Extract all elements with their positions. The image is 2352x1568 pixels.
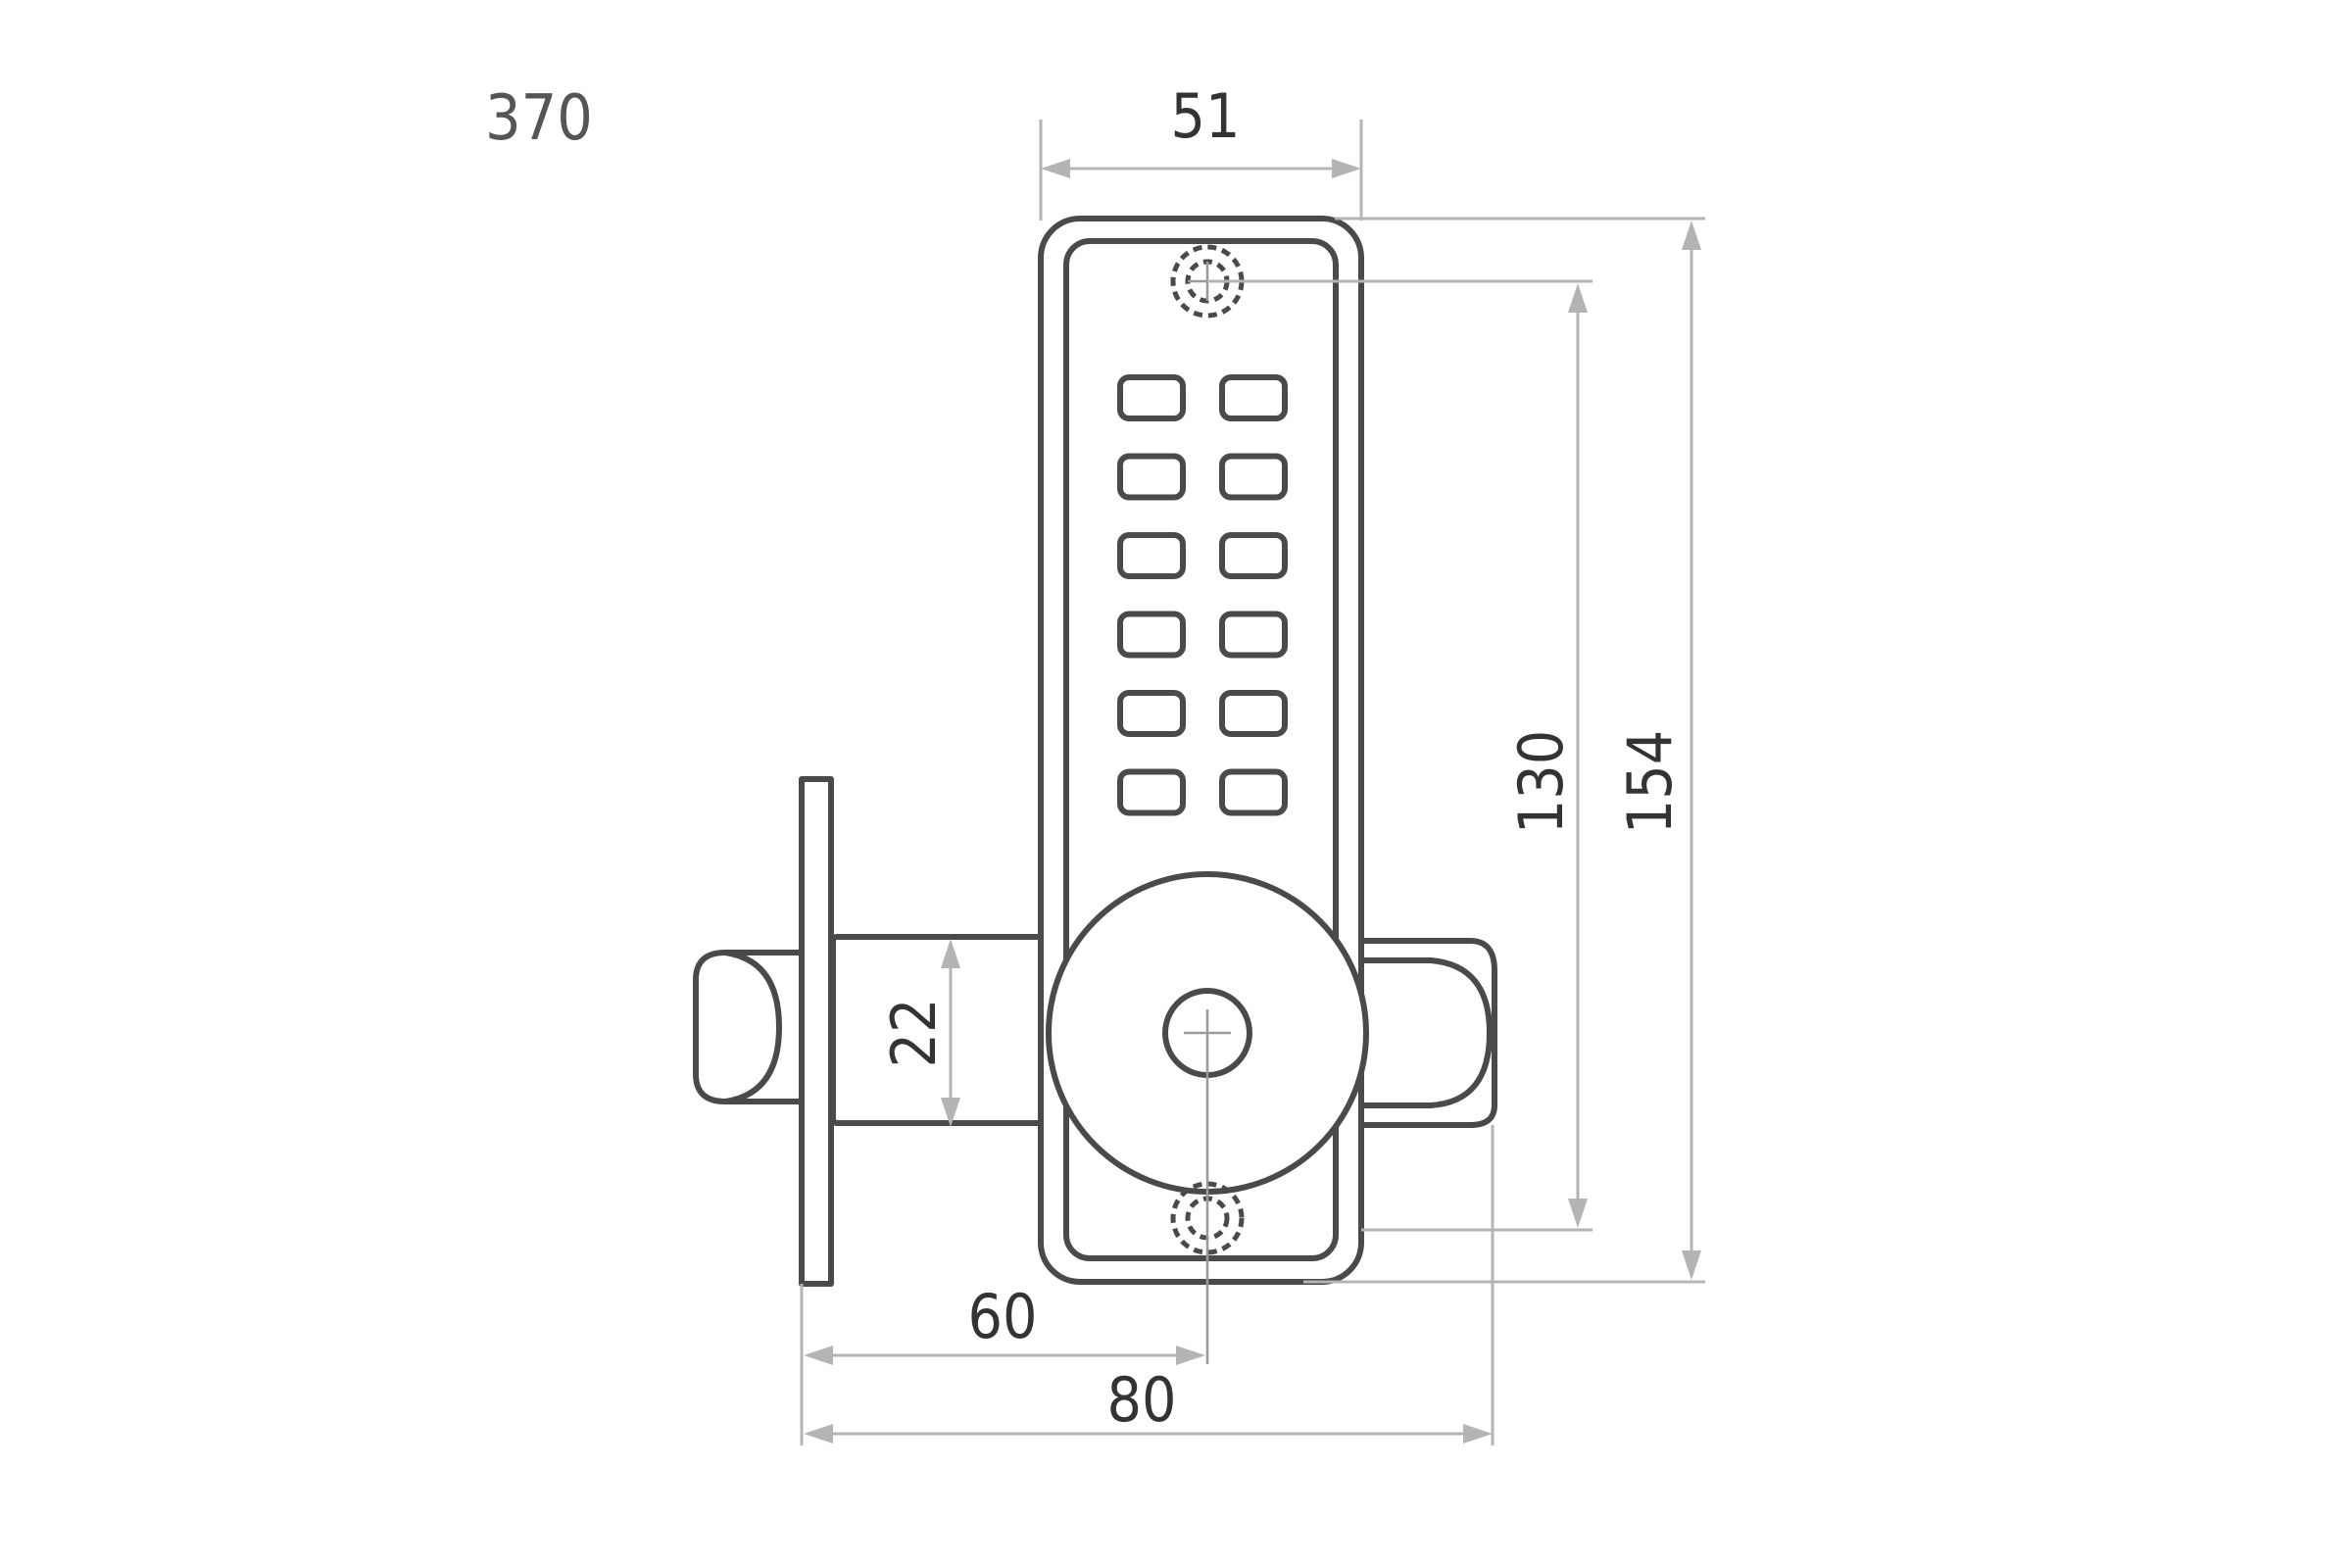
dimension-overall-depth: 80: [804, 1125, 1494, 1446]
latch-assembly: [693, 776, 1047, 1287]
dimension-overall-height: 154: [1303, 217, 1705, 1284]
keypad-button: [1117, 532, 1186, 579]
dimension-screw-spacing: 130: [1207, 279, 1592, 1232]
dimension-faceplate-width: 51: [1039, 80, 1363, 220]
latch-bolt: [693, 950, 805, 1104]
escutcheon-inner: [1063, 238, 1339, 1261]
keypad-button: [1117, 374, 1186, 421]
keypad-button: [1117, 768, 1186, 816]
dimension-backset: 60: [800, 1281, 1205, 1446]
keypad-button: [1219, 532, 1288, 579]
dimension-label-60: 60: [968, 1281, 1038, 1352]
keypad-button: [1219, 374, 1288, 421]
rear-housing: [1354, 938, 1497, 1128]
dimension-label-130: 130: [1505, 730, 1577, 834]
keypad-button: [1219, 453, 1288, 501]
keypad-button: [1117, 453, 1186, 501]
rear-housing-outline: [1354, 938, 1497, 1128]
rear-housing-inner: [1354, 957, 1493, 1108]
dimension-label-80: 80: [1107, 1364, 1177, 1436]
dimension-label-51: 51: [1171, 80, 1241, 152]
keypad-button: [1117, 611, 1186, 659]
latch-faceplate: [799, 776, 834, 1287]
keypad-button: [1117, 690, 1186, 737]
model-number: 370: [485, 82, 593, 155]
keypad: [1117, 374, 1288, 816]
latch-bolt-bevel: [722, 950, 782, 1104]
dimension-label-22: 22: [878, 999, 950, 1068]
keypad-button: [1219, 690, 1288, 737]
keypad-button: [1219, 611, 1288, 659]
keypad-button: [1219, 768, 1288, 816]
dimension-spindle: 22: [878, 939, 960, 1127]
dimension-label-154: 154: [1614, 730, 1686, 834]
bottom-screw-outer: [1170, 1181, 1245, 1255]
